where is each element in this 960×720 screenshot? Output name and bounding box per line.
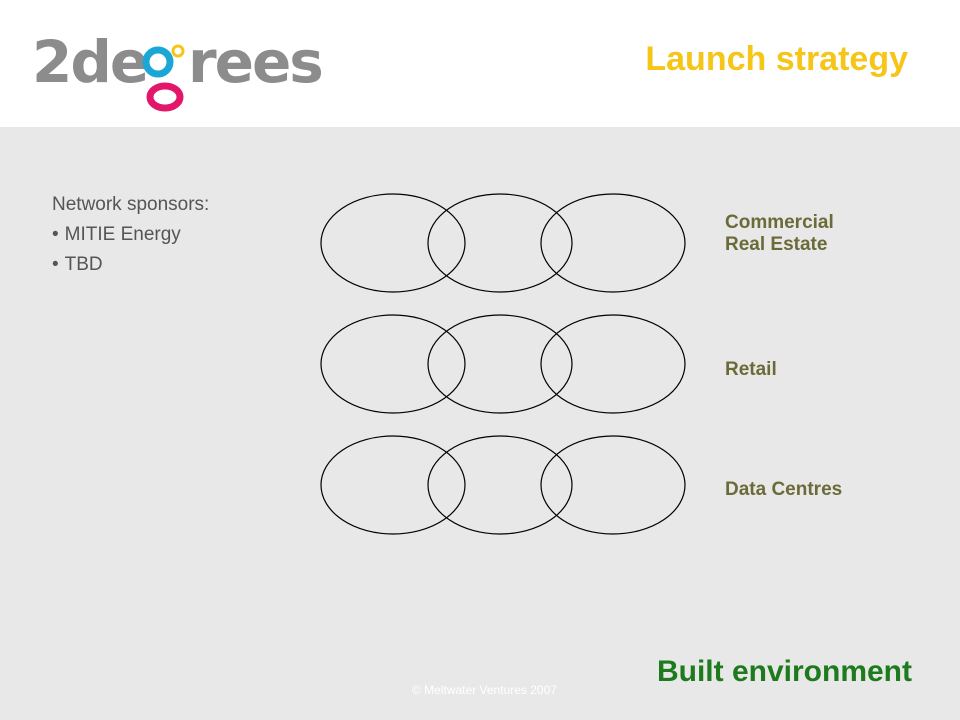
logo-ring-yellow	[171, 44, 185, 58]
logo-ring-pink	[146, 82, 184, 112]
company-logo: 2de rees	[32, 28, 324, 112]
slide-title: Launch strategy	[645, 40, 908, 78]
sponsor-item: MITIE Energy	[52, 220, 209, 250]
venn-circle	[320, 314, 466, 414]
venn-circle	[427, 435, 573, 535]
segment-label-commercial-real-estate: Commercial Real Estate	[725, 212, 834, 255]
sponsors-block: Network sponsors: MITIE Energy TBD	[52, 190, 209, 280]
venn-circle	[427, 193, 573, 293]
segment-label-data-centres: Data Centres	[725, 479, 843, 500]
venn-circle	[540, 193, 686, 293]
venn-circle	[427, 314, 573, 414]
svg-text:rees: rees	[188, 28, 322, 96]
venn-circle	[540, 435, 686, 535]
venn-circle	[320, 435, 466, 535]
segment-label-retail: Retail	[725, 359, 777, 380]
sponsors-list: MITIE Energy TBD	[52, 220, 209, 280]
segment-venn-diagram	[320, 193, 686, 535]
venn-circle	[540, 314, 686, 414]
svg-text:2de: 2de	[32, 28, 147, 96]
sponsors-heading: Network sponsors:	[52, 194, 210, 215]
venn-circle	[320, 193, 466, 293]
logo-ring-cyan	[142, 46, 174, 78]
copyright-notice: © Meltwater Ventures 2007	[412, 683, 557, 697]
sponsor-item: TBD	[52, 250, 209, 280]
footer-title: Built environment	[656, 655, 912, 688]
